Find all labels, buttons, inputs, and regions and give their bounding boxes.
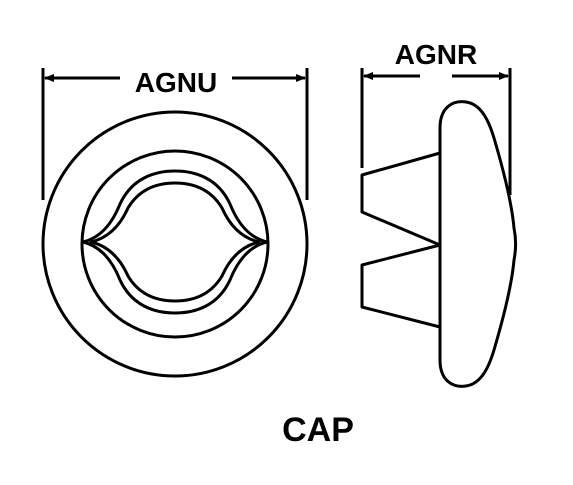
cap-prongs-profile (360, 151, 442, 329)
opening-outer-contour (81, 169, 269, 315)
agnr-dimension (360, 68, 512, 195)
cap-head-profile (438, 100, 517, 388)
opening-inner-contour (89, 181, 261, 303)
agnu-dimension (41, 68, 309, 200)
agnr-label: AGNR (395, 39, 477, 70)
front-view (41, 110, 309, 378)
inner-rim-circle (80, 149, 270, 339)
part-name-label: CAP (282, 411, 354, 449)
side-view (360, 100, 517, 388)
agnu-label: AGNU (135, 67, 217, 98)
outer-rim-circle (41, 110, 309, 378)
